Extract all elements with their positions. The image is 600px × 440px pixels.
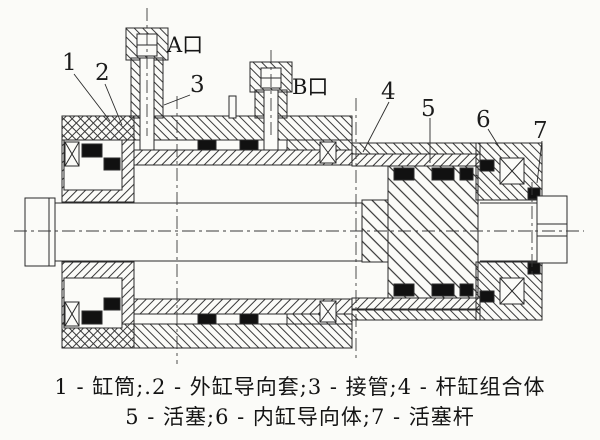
inner-cylinder-walls: [351, 142, 481, 321]
callout-7: 7: [533, 118, 548, 144]
port-b-label: B口: [292, 75, 328, 99]
centerlines: [14, 8, 584, 364]
callout-2: 2: [95, 60, 110, 86]
port-a-label: A口: [166, 33, 203, 57]
callout-5: 5: [421, 96, 436, 122]
piston-rod-left-end: [24, 197, 362, 267]
figure-caption: 1 - 缸筒;.2 - 外缸导向套;3 - 接管;4 - 杆缸组合体 5 - 活…: [0, 368, 600, 432]
outer-guide-sleeve: [61, 115, 135, 349]
leader-lines: [73, 73, 543, 184]
callout-3: 3: [190, 72, 205, 98]
caption-line-2: 5 - 活塞;6 - 内缸导向体;7 - 活塞杆: [125, 405, 475, 429]
callout-4: 4: [381, 79, 396, 105]
piston-rod-right-end: [480, 195, 568, 264]
rod-cylinder-tube: [133, 139, 353, 325]
callout-6: 6: [476, 107, 491, 133]
hydraulic-cylinder-cross-section-drawing: 1 2 3 4 5 6 7 A口 B口: [14, 8, 584, 364]
inner-guide-body: [475, 142, 543, 321]
caption-line-1: 1 - 缸筒;.2 - 外缸导向套;3 - 接管;4 - 杆缸组合体: [54, 375, 546, 399]
piston: [361, 165, 479, 299]
callout-1: 1: [62, 50, 77, 76]
